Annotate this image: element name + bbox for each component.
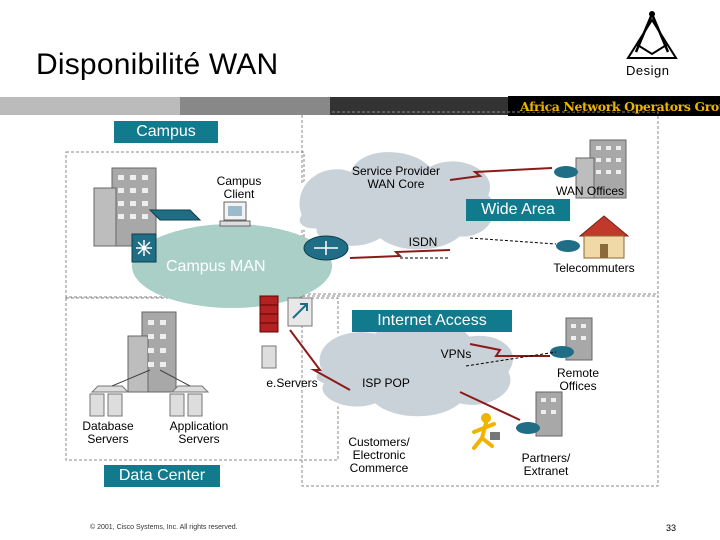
application-servers-label: Application Servers	[169, 419, 229, 446]
database-servers-label: Database Servers	[82, 419, 134, 446]
campus-switch-icon	[131, 233, 157, 263]
partner-building-icon	[535, 391, 563, 437]
firewall-icon	[259, 295, 279, 333]
dashed-links	[400, 237, 557, 367]
eservers-label: e.Servers	[266, 376, 318, 390]
internet-access-label: Internet Access	[352, 310, 512, 332]
organization-wordmark: Africa Network Operators Group	[520, 99, 720, 114]
wan-links	[289, 167, 553, 421]
design-label: Design	[626, 63, 670, 78]
wan-offices-label: WAN Offices	[555, 184, 624, 198]
house-icon	[578, 215, 630, 259]
application-servers-icon	[169, 385, 210, 417]
link-partners	[459, 391, 521, 421]
remote-office-router-icon	[550, 346, 574, 358]
core-router-icon	[303, 235, 349, 261]
vpns-label: VPNs	[440, 347, 472, 361]
isp-pop-label: ISP POP	[362, 376, 410, 390]
partners-label: Partners/ Extranet	[521, 451, 571, 478]
wan-office-building-icon	[575, 139, 627, 199]
database-servers-icon	[89, 385, 130, 417]
layer3-switch-icon	[287, 297, 313, 327]
copyright-notice: © 2001, Cisco Systems, Inc. All rights r…	[90, 524, 238, 531]
campus-man-label: Campus MAN	[166, 258, 266, 275]
link-remote-offices	[469, 343, 550, 357]
compass-logo-icon	[626, 11, 678, 59]
partner-router-icon	[516, 422, 540, 434]
service-provider-label: Service Provider WAN Core	[351, 164, 441, 191]
remote-offices-label: Remote Offices	[556, 366, 600, 393]
campus-client-label: Campus Client	[216, 174, 262, 201]
link-eservers	[289, 329, 351, 391]
wide-area-label: Wide Area	[466, 199, 570, 221]
campus-man-ellipse	[132, 224, 332, 308]
campus-client-icon	[148, 201, 251, 227]
internet-region	[301, 295, 659, 487]
campus-label: Campus	[114, 121, 218, 143]
data-center-building-icon	[127, 311, 177, 393]
header-band	[0, 96, 720, 116]
data-center-label: Data Center	[104, 465, 220, 487]
link-isdn	[349, 249, 451, 259]
customers-label: Customers/ Electronic Commerce	[348, 435, 410, 475]
slide-title: Disponibilité WAN	[36, 48, 279, 81]
page-number: 33	[666, 523, 677, 533]
link-wan-offices	[449, 167, 553, 181]
isdn-label: ISDN	[408, 235, 438, 249]
customer-person-icon	[472, 413, 500, 450]
campus-building-icon	[93, 167, 157, 247]
eservers-icon	[261, 345, 277, 369]
telecommuters-label: Telecommuters	[553, 261, 635, 275]
wan-office-router-icon	[554, 166, 578, 178]
telecommuter-router-icon	[556, 240, 580, 252]
